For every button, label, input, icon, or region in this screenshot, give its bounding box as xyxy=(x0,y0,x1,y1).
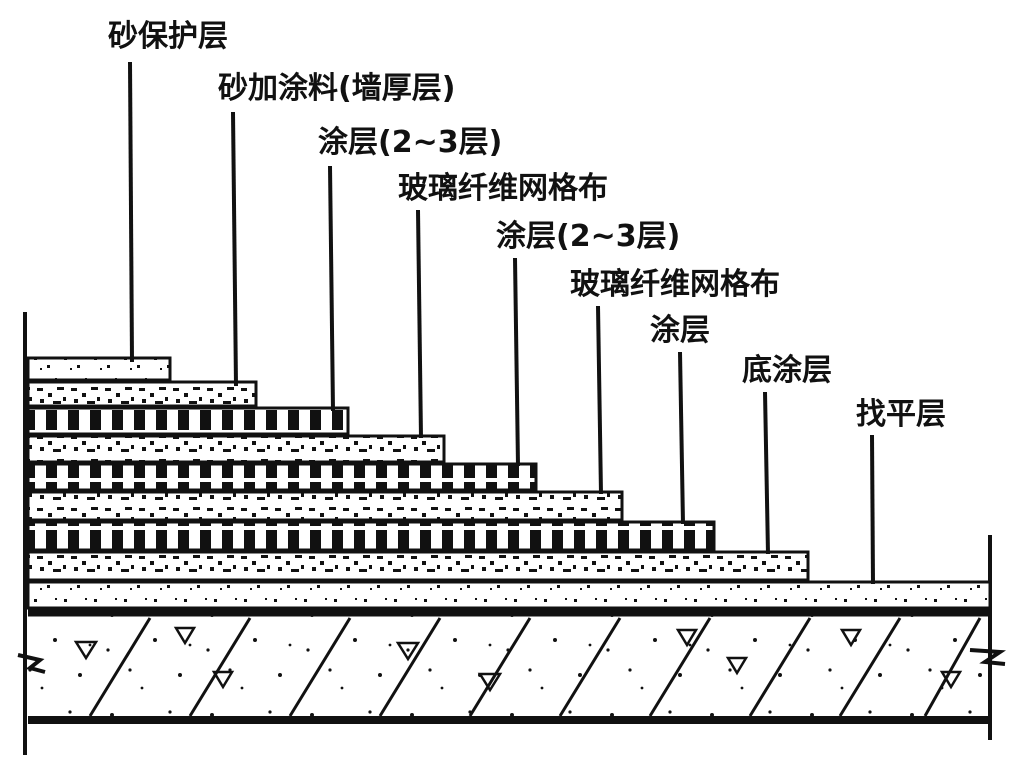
label-coating-b: 涂层(2~3层) xyxy=(496,219,680,254)
wall-edges xyxy=(17,312,1007,755)
label-base-coat: 底涂层 xyxy=(742,353,832,388)
label-mesh-a: 玻璃纤维网格布 xyxy=(398,171,608,206)
label-coating-a: 涂层(2~3层) xyxy=(318,125,502,160)
label-mesh-b: 玻璃纤维网格布 xyxy=(570,267,780,302)
layer-stack xyxy=(26,356,992,610)
label-sand-protection: 砂保护层 xyxy=(108,19,228,54)
label-coating-c: 涂层 xyxy=(650,313,710,348)
label-sand-coating: 砂加涂料(墙厚层) xyxy=(218,71,455,106)
concrete-slab xyxy=(28,609,990,724)
leader-lines xyxy=(128,61,875,585)
label-leveling: 找平层 xyxy=(856,397,946,432)
